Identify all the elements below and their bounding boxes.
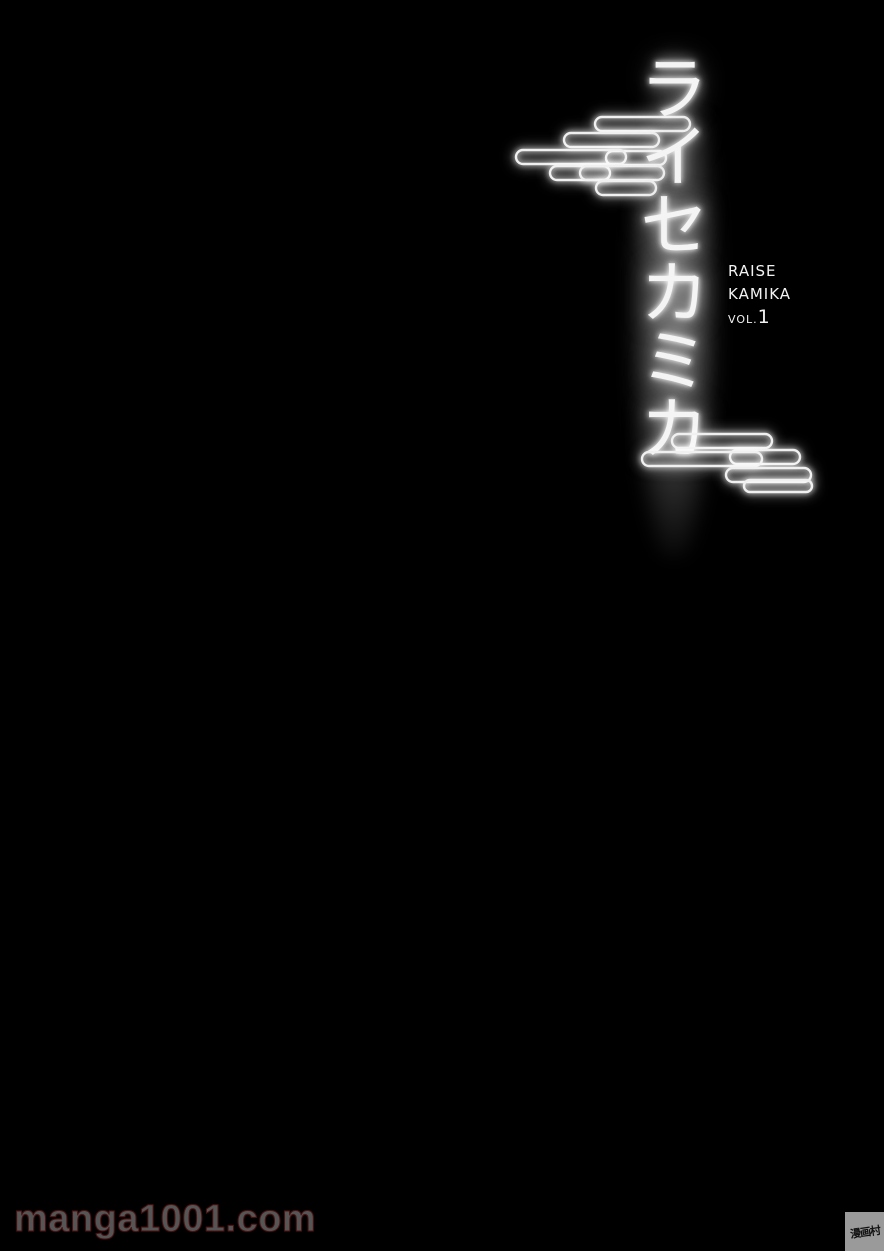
cloud-top-icon (510, 115, 692, 204)
volume-prefix: VOL. (728, 313, 758, 326)
volume-number: 1 (757, 306, 771, 328)
volume-label: VOL.1 (728, 306, 791, 331)
cloud-bottom-icon (640, 432, 815, 501)
site-badge-label: 漫画村 (848, 1223, 881, 1241)
subtitle-line-kamika: KAMIKA (728, 285, 792, 303)
site-badge: 漫画村 (845, 1212, 884, 1251)
title-katakana: ライセカミカ (628, 52, 710, 460)
subtitle-line-raise: RAISE (728, 262, 777, 280)
series-subtitle: RAISE KAMIKA VOL.1 (728, 260, 791, 331)
site-watermark: manga1001.com (13, 1198, 317, 1241)
